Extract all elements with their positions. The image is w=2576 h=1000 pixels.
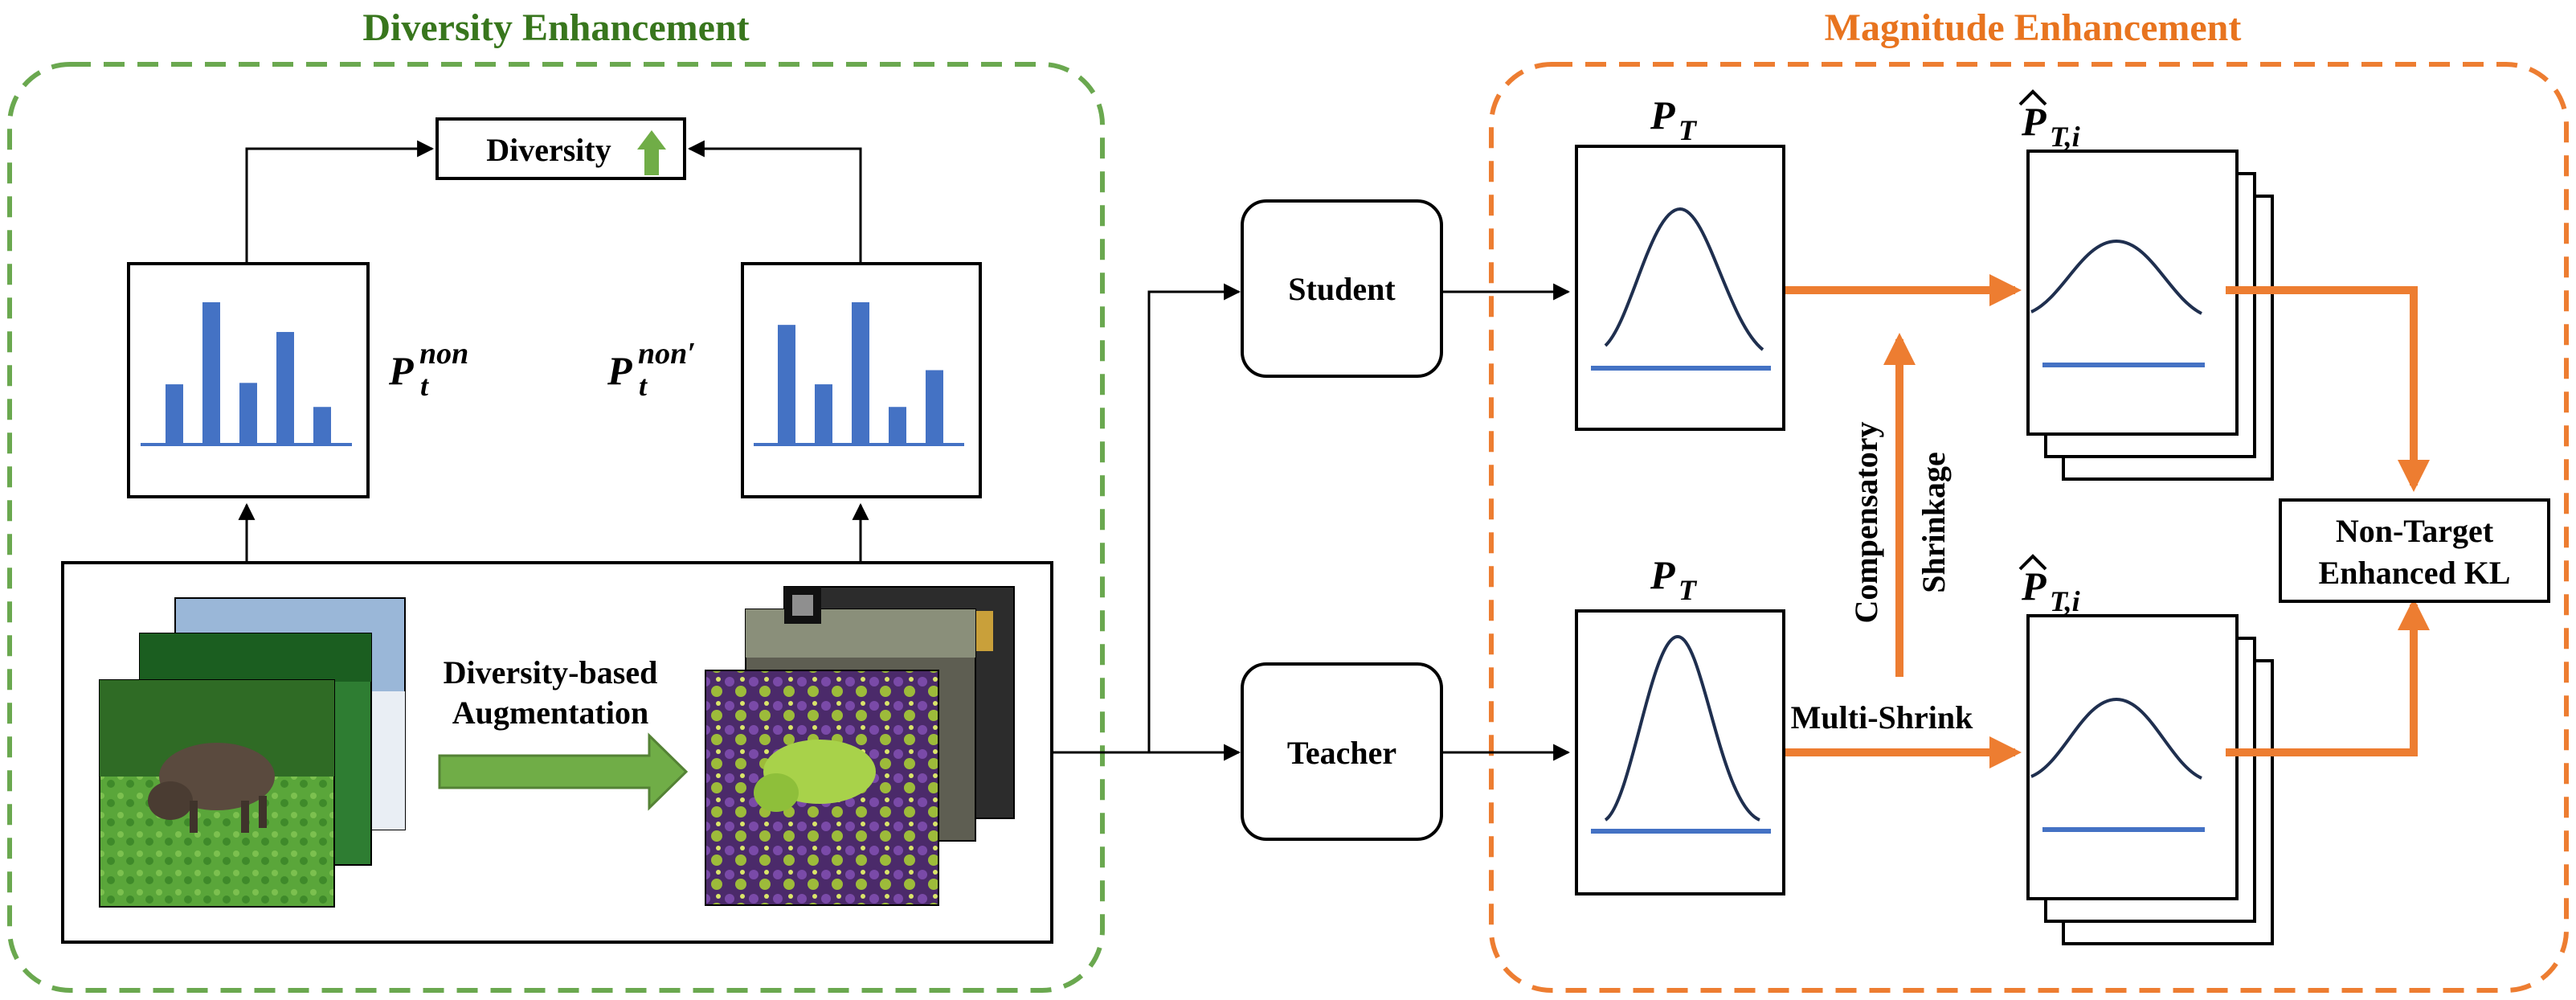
teacher-curve — [1604, 634, 1760, 822]
magnitude-section-title: Magnitude Enhancement — [1825, 6, 2242, 49]
histogram-left-bar-4 — [276, 331, 294, 444]
edge-fork-to-student — [1052, 283, 1241, 754]
p-t-non-label: P non t — [388, 337, 468, 402]
p-t-non-sup: non — [419, 337, 468, 371]
histogram-right-bar-3 — [852, 302, 869, 444]
teacher-distribution: P T — [1575, 552, 1785, 895]
p-t-non-prime-sup: non′ — [638, 337, 696, 371]
edge-teacher-phat-to-kl — [2226, 598, 2430, 756]
p-t-non-base: P — [388, 348, 414, 393]
diversity-up-arrow — [637, 130, 666, 175]
multi-shrink-label: Multi-Shrink — [1791, 699, 1973, 736]
edge-student-phat-to-kl — [2226, 286, 2430, 492]
histogram-right-bar-5 — [926, 370, 943, 444]
student-shrunk-curve — [2030, 239, 2202, 315]
teacher-phat-panel — [2026, 614, 2239, 900]
teacher-label: Teacher — [1287, 735, 1396, 771]
student-pt-sub: T — [1678, 114, 1698, 146]
histogram-right-bar-4 — [889, 407, 906, 444]
teacher-shrunk-curve — [2030, 697, 2202, 780]
student-pt-panel — [1575, 145, 1785, 431]
teacher-phat-sub: T,i — [2050, 585, 2080, 617]
teacher-phat-hat — [2018, 554, 2047, 571]
edge-right-hist-to-diversity — [687, 140, 862, 264]
histogram-right-bar-2 — [815, 384, 832, 444]
student-phat-hat — [2018, 89, 2047, 106]
p-t-non-prime-sub: t — [639, 370, 648, 402]
histogram-left-bar-5 — [313, 407, 331, 444]
histogram-left-panel — [127, 262, 370, 498]
histogram-right-bar-1 — [778, 325, 795, 444]
augmented-image-stack — [705, 586, 1015, 906]
teacher-pt-base: P — [1650, 552, 1675, 597]
magnitude-section-frame — [1489, 62, 2569, 993]
teacher-phat-base: P — [2021, 564, 2046, 609]
non-target-kl-line2: Enhanced KL — [2319, 555, 2511, 591]
compensatory-label: Compensatory — [1848, 421, 1884, 623]
diversity-section-frame — [7, 62, 1105, 993]
augmentation-label-line2: Augmentation — [452, 695, 648, 731]
student-shrunk-distribution-stack: P T,i — [2018, 89, 2274, 481]
augmentation-arrow — [438, 732, 689, 811]
histogram-left-bar-2 — [202, 302, 220, 444]
student-phat-base: P — [2021, 99, 2046, 144]
histogram-left-bar-1 — [166, 384, 183, 444]
teacher-pt-sub: T — [1678, 574, 1698, 606]
p-t-non-prime-base: P — [607, 348, 632, 393]
augmentation-label-line1: Diversity-based — [444, 654, 658, 691]
student-phat-sub: T,i — [2050, 121, 2080, 153]
student-distribution: P T — [1575, 92, 1785, 431]
p-t-non-prime-label: P non′ t — [607, 337, 696, 402]
diversity-section-title: Diversity Enhancement — [362, 6, 749, 49]
teacher-shrunk-distribution-stack: P T,i — [2018, 554, 2274, 945]
histogram-left-bar-3 — [239, 383, 257, 444]
histogram-left-bars — [166, 302, 331, 444]
non-target-kl-node — [2279, 498, 2550, 603]
student-pt-base: P — [1650, 92, 1675, 137]
shrinkage-label: Shrinkage — [1916, 452, 1952, 593]
student-curve — [1604, 207, 1764, 351]
p-t-non-sub: t — [420, 370, 429, 402]
teacher-pt-panel — [1575, 609, 1785, 895]
augmented-warthog-photo — [705, 670, 939, 906]
student-phat-panel — [2026, 150, 2239, 436]
warthog-photo — [99, 679, 335, 908]
student-label: Student — [1288, 271, 1396, 307]
original-image-stack — [99, 597, 406, 908]
student-node — [1241, 199, 1443, 378]
edge-left-hist-to-diversity — [245, 140, 435, 264]
histogram-right-bars — [778, 302, 943, 444]
non-target-kl-line1: Non-Target — [2336, 513, 2494, 549]
diversity-box-label: Diversity — [486, 132, 611, 168]
